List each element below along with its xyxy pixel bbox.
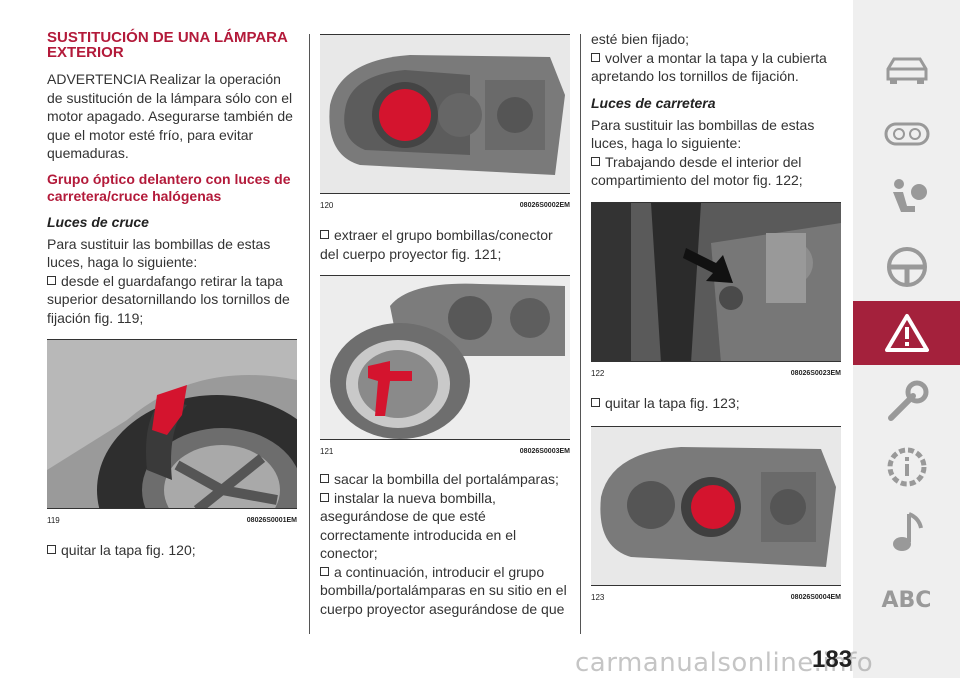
column-2: 120 08026S0002EM extraer el grupo bombil… xyxy=(320,34,570,618)
figure-number: 123 xyxy=(591,593,605,602)
figure-code: 08026S0001EM xyxy=(246,517,297,524)
list-item: Trabajando desde el interior del compart… xyxy=(591,153,803,188)
list-item: quitar la tapa fig. 123; xyxy=(591,394,841,413)
page-number: 183 xyxy=(812,646,853,673)
list-item: instalar la nueva bombilla, asegurándose… xyxy=(320,489,517,561)
figure-code: 08026S0023EM xyxy=(790,369,841,377)
checkbox-bullet-icon xyxy=(320,492,329,502)
gear-info-icon[interactable] xyxy=(853,435,960,499)
airbag-icon[interactable] xyxy=(853,166,960,230)
abc-index-button[interactable]: ABC xyxy=(881,587,932,613)
high-beam-lamp-photo xyxy=(591,426,841,586)
column-divider xyxy=(580,34,581,634)
figure-number: 119 xyxy=(47,516,60,525)
checkbox-bullet-icon xyxy=(320,230,329,239)
checkbox-bullet-icon xyxy=(591,397,600,407)
list-item: desde el guardafango retirar la tapa sup… xyxy=(47,272,290,326)
checkbox-bullet-icon xyxy=(47,275,56,285)
checkbox-bullet-icon xyxy=(320,474,329,483)
figure-121: 121 08026S0003EM xyxy=(320,275,570,458)
figure-number: 121 xyxy=(320,447,334,456)
figure-code: 08026S0003EM xyxy=(519,448,570,455)
wrench-icon[interactable] xyxy=(853,370,960,434)
intro-text: Para sustituir las bombillas de estas lu… xyxy=(591,116,815,152)
high-beam-heading: Luces de carretera xyxy=(591,94,716,111)
figure-caption: 122 08026S0023EM xyxy=(591,362,841,380)
warning-text: ADVERTENCIA Realizar la operación de sus… xyxy=(47,71,293,161)
list-item: sacar la bombilla del portalámparas; xyxy=(320,470,570,489)
list-item: quitar la tapa fig. 120; xyxy=(47,541,299,560)
checkbox-bullet-icon xyxy=(591,156,600,166)
continued-text: esté bien fijado; xyxy=(591,31,690,47)
figure-code: 08026S0002EM xyxy=(519,202,570,209)
figure-119: 119 08026S0001EM xyxy=(47,339,297,527)
music-note-icon[interactable] xyxy=(853,500,960,564)
intro-text: Para sustituir las bombillas de estas lu… xyxy=(47,235,271,271)
figure-caption: 123 08026S0004EM xyxy=(591,586,841,604)
figure-caption: 119 08026S0001EM xyxy=(47,509,297,527)
low-beam-heading: Luces de cruce xyxy=(47,213,149,230)
column-divider xyxy=(309,34,310,634)
checkbox-bullet-icon xyxy=(591,52,600,62)
list-item: volver a montar la tapa y la cubierta ap… xyxy=(591,49,827,84)
list-item: extraer el grupo bombillas/conector del … xyxy=(320,227,553,262)
figure-120: 120 08026S0002EM xyxy=(320,34,570,212)
figure-number: 120 xyxy=(320,201,334,210)
column-3: esté bien fijado; volver a montar la tap… xyxy=(591,30,841,604)
figure-number: 122 xyxy=(591,368,605,378)
headlamp-photo xyxy=(320,34,570,194)
column-1: SUSTITUCIÓN DE UNA LÁMPARA EXTERIOR ADVE… xyxy=(47,30,299,560)
figure-caption: 121 08026S0003EM xyxy=(320,440,570,458)
warning-triangle-icon[interactable] xyxy=(853,301,960,365)
figure-122: 122 08026S0023EM xyxy=(591,201,841,380)
fender-photo xyxy=(47,339,297,509)
checkbox-bullet-icon xyxy=(320,566,329,576)
list-item: a continuación, introducir el grupo bomb… xyxy=(320,563,567,617)
engine-compartment-photo xyxy=(591,201,841,362)
checkbox-bullet-icon xyxy=(47,545,56,554)
chapter-sidebar: ABC xyxy=(853,0,960,678)
figure-caption: 120 08026S0002EM xyxy=(320,194,570,212)
dashboard-icon[interactable] xyxy=(853,102,960,166)
bulb-holder-photo xyxy=(320,275,570,440)
car-icon[interactable] xyxy=(853,38,960,102)
watermark: carmanualsonline.info xyxy=(575,648,874,678)
steering-wheel-icon[interactable] xyxy=(853,235,960,299)
section-heading: SUSTITUCIÓN DE UNA LÁMPARA EXTERIOR xyxy=(47,29,288,61)
subsection-heading: Grupo óptico delantero con luces de carr… xyxy=(47,170,291,204)
figure-123: 123 08026S0004EM xyxy=(591,426,841,604)
figure-code: 08026S0004EM xyxy=(790,594,841,601)
